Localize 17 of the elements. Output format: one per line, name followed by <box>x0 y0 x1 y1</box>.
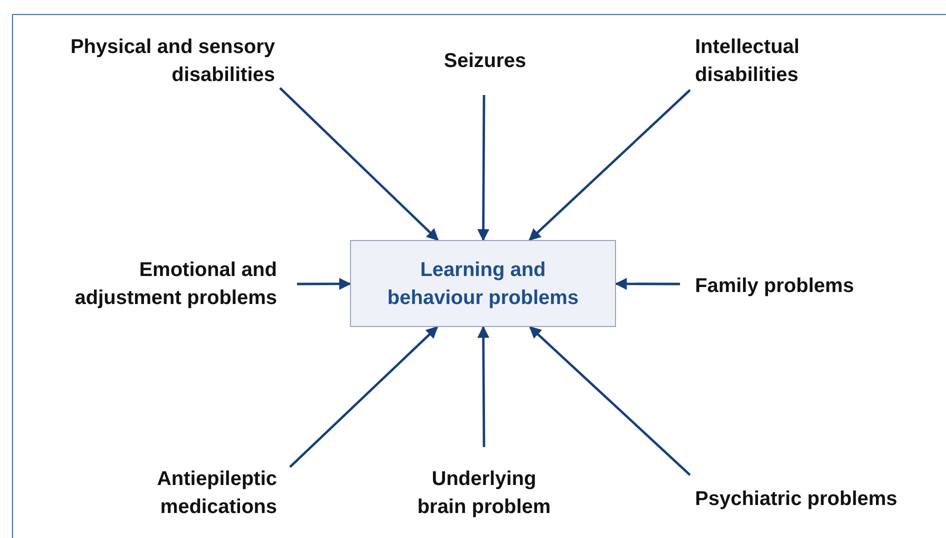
factor-label: Seizures <box>405 46 565 76</box>
factor-label: Family problems <box>695 271 925 301</box>
factor-label: Underlying brain problem <box>409 464 559 522</box>
factor-label: Antiepileptic medications <box>105 464 277 522</box>
arrow <box>528 89 691 241</box>
factor-label: Psychiatric problems <box>695 484 940 514</box>
arrow <box>614 278 680 290</box>
factor-label: Intellectual disabilities <box>695 32 840 90</box>
arrow <box>477 95 490 242</box>
central-box: Learning and behaviour problems <box>350 240 616 327</box>
arrow <box>477 326 490 447</box>
arrow <box>279 87 439 241</box>
factor-label: Physical and sensory disabilities <box>60 32 275 90</box>
arrow <box>289 326 438 468</box>
factor-label: Emotional and adjustment problems <box>37 255 277 313</box>
arrow <box>297 278 352 290</box>
arrow <box>529 326 691 476</box>
